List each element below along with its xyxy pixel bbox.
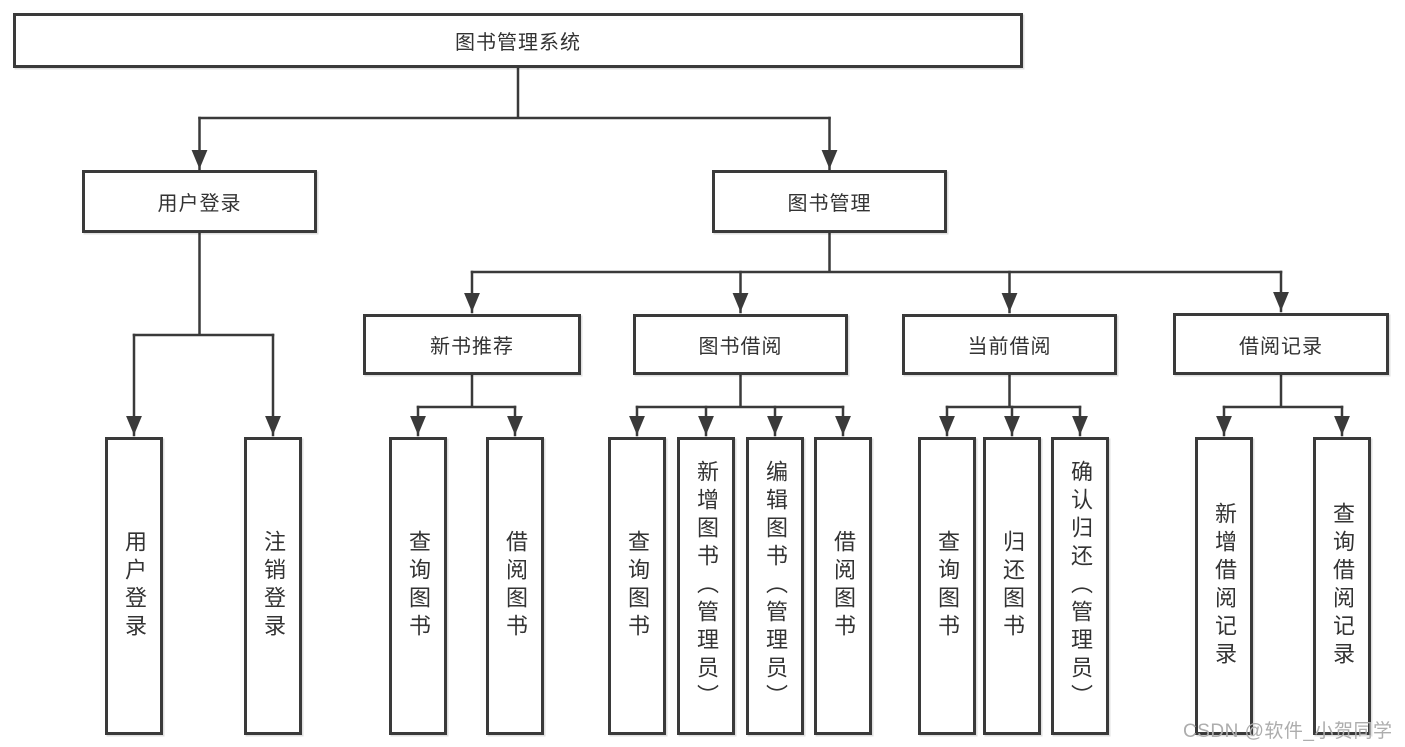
leaf-confirm-return-admin: 确认归还（管理员） bbox=[1051, 437, 1109, 735]
node-label: 图书借阅 bbox=[698, 336, 783, 358]
node-label: 新增借阅记录 bbox=[1212, 502, 1237, 670]
node-library-management-system: 图书管理系统 bbox=[13, 13, 1023, 68]
leaf-borrow-books-2: 借阅图书 bbox=[814, 437, 872, 735]
trunk-root bbox=[198, 66, 831, 120]
leaf-add-books-admin: 新增图书（管理员） bbox=[677, 437, 735, 735]
leaf-logout: 注销登录 bbox=[244, 437, 302, 735]
node-label: 借阅图书 bbox=[831, 530, 856, 642]
trunk-user-login bbox=[132, 231, 275, 337]
node-book-management: 图书管理 bbox=[712, 170, 947, 233]
trunk-book-borrowing bbox=[635, 373, 845, 409]
node-label: 查询借阅记录 bbox=[1330, 502, 1355, 670]
node-label: 注销登录 bbox=[261, 530, 286, 642]
node-label: 新书推荐 bbox=[430, 336, 514, 358]
trunk-book-management bbox=[470, 231, 1283, 274]
leaf-query-borrow-record: 查询借阅记录 bbox=[1313, 437, 1371, 735]
node-label: 借阅图书 bbox=[503, 530, 528, 642]
leaf-user-login: 用户登录 bbox=[105, 437, 163, 735]
node-label: 归还图书 bbox=[1000, 530, 1025, 642]
node-current-borrowing: 当前借阅 bbox=[902, 314, 1117, 375]
node-label: 查询图书 bbox=[625, 530, 650, 642]
leaf-borrow-books-1: 借阅图书 bbox=[486, 437, 544, 735]
node-label: 当前借阅 bbox=[967, 336, 1052, 358]
trunk-current-borrowing bbox=[945, 373, 1082, 409]
leaf-query-books-1: 查询图书 bbox=[389, 437, 447, 735]
node-label: 新增图书（管理员） bbox=[694, 460, 719, 712]
node-user-login: 用户登录 bbox=[82, 170, 317, 233]
node-label: 编辑图书（管理员） bbox=[763, 460, 788, 712]
leaf-query-books-2: 查询图书 bbox=[608, 437, 666, 735]
node-label: 确认归还（管理员） bbox=[1068, 460, 1093, 712]
csdn-watermark: CSDN @软件_小贺同学 bbox=[1183, 721, 1393, 742]
node-label: 图书管理系统 bbox=[455, 32, 581, 54]
node-borrowing-records: 借阅记录 bbox=[1173, 313, 1389, 375]
node-label: 用户登录 bbox=[122, 530, 147, 642]
node-label: 图书管理 bbox=[787, 193, 872, 215]
node-label: 用户登录 bbox=[157, 193, 242, 215]
trunk-borrowing-records bbox=[1222, 373, 1344, 409]
trunk-new-book-recommendation bbox=[416, 373, 517, 409]
leaf-return-books: 归还图书 bbox=[983, 437, 1041, 735]
node-label: 查询图书 bbox=[935, 530, 960, 642]
node-label: 借阅记录 bbox=[1239, 335, 1323, 358]
leaf-query-books-3: 查询图书 bbox=[918, 437, 976, 735]
node-label: 查询图书 bbox=[406, 530, 431, 642]
leaf-add-borrow-record: 新增借阅记录 bbox=[1195, 437, 1253, 735]
node-new-book-recommendation: 新书推荐 bbox=[363, 314, 581, 375]
node-book-borrowing: 图书借阅 bbox=[633, 314, 848, 375]
leaf-edit-books-admin: 编辑图书（管理员） bbox=[746, 437, 804, 735]
